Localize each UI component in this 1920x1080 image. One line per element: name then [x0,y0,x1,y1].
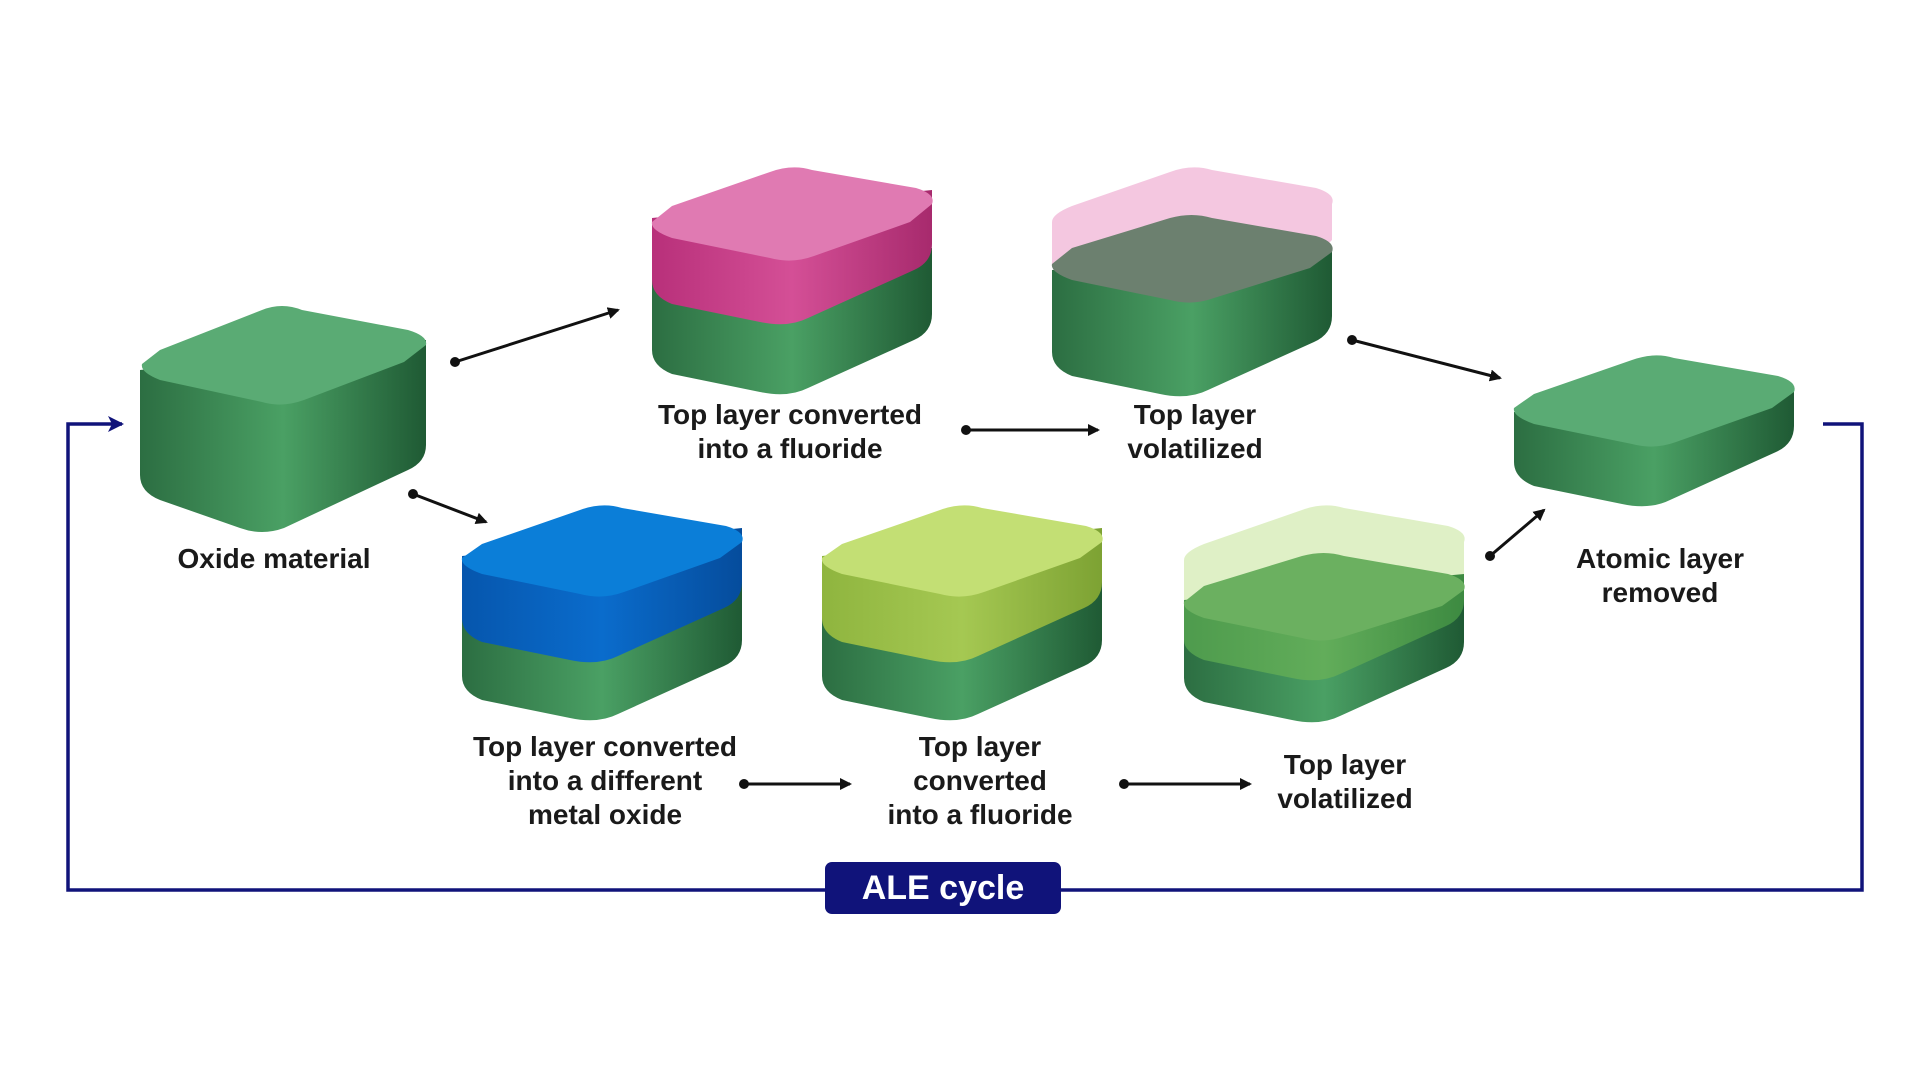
label-top-fluoride-line-2: into a fluoride [697,433,883,464]
label-top-volatilized: Top layer volatilized [1100,398,1290,466]
arrows [408,307,1546,790]
block-magenta-fluoride [651,167,933,395]
block-oxide-material-top [141,306,427,405]
arrow-blue-to-lime [739,778,852,790]
label-bottom-volatilized-line-2: volatilized [1277,783,1413,814]
label-top-volatilized-line-2: volatilized [1127,433,1263,464]
block-atomic-removed-top [1513,355,1795,447]
block-pink-exposed-top [1051,215,1333,303]
label-top-volatilized-line-1: Top layer [1133,399,1257,430]
label-top-fluoride: Top layer converted into a fluoride [640,398,940,466]
label-oxide-material: Oxide material [154,542,394,576]
arrow-limevol-to-removed [1485,508,1546,561]
arrow-magenta-to-pink [961,424,1100,436]
arrow-oxide-to-magenta [450,307,620,367]
block-lime-layer-top [821,505,1103,597]
arrow-oxide-to-blue [408,489,488,525]
label-oxide-material-line: Oxide material [177,543,371,574]
label-atomic-removed: Atomic layer removed [1560,542,1760,610]
label-bottom-fluoride-line-1: Top layer [918,731,1042,762]
label-bottom-oxide-line-2: into a different [507,765,703,796]
label-bottom-oxide-line-1: Top layer converted [472,731,737,762]
label-bottom-volatilized-line-1: Top layer [1283,749,1407,780]
ale-cycle-badge: ALE cycle [825,862,1061,914]
arrow-lime-to-limevol [1119,778,1252,790]
label-bottom-oxide: Top layer converted into a different met… [460,730,750,832]
label-top-fluoride-line-1: Top layer converted [657,399,922,430]
label-atomic-removed-line-2: removed [1601,577,1719,608]
label-bottom-fluoride-line-2: converted [913,765,1047,796]
block-atomic-removed [1513,355,1795,507]
block-lime-fluoride [821,505,1103,721]
label-bottom-volatilized: Top layer volatilized [1250,748,1440,816]
label-atomic-removed-line-1: Atomic layer [1575,543,1745,574]
block-blue-oxide [461,505,743,721]
block-limevol-exposed-top [1183,553,1465,641]
label-bottom-fluoride-line-3: into a fluoride [887,799,1073,830]
label-bottom-oxide-line-3: metal oxide [527,799,683,830]
block-lime-volatilized [1183,505,1465,723]
block-pink-volatilized [1051,167,1333,397]
label-bottom-fluoride: Top layer converted into a fluoride [860,730,1100,832]
block-blue-layer-top [461,505,743,597]
arrow-pink-to-removed [1347,335,1502,382]
block-oxide-material [140,306,427,532]
block-magenta-layer-top [651,167,933,261]
